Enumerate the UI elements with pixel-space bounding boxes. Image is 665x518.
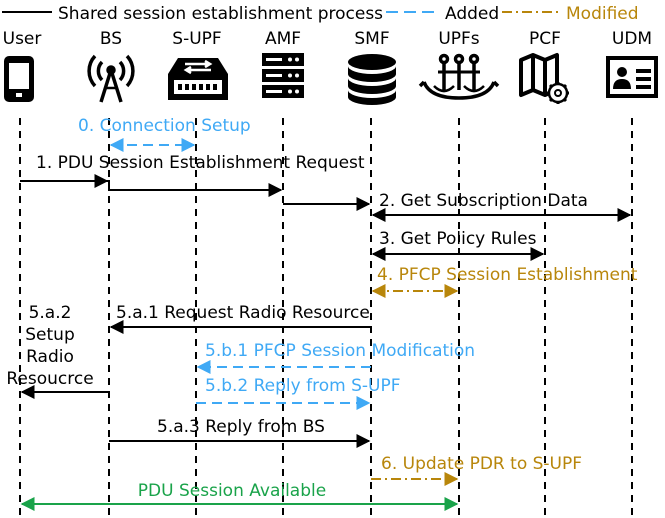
lifelines bbox=[19, 118, 633, 518]
message-0-connection-setup: 0. Connection Setup bbox=[78, 116, 251, 152]
antenna-tower-icon bbox=[87, 54, 135, 103]
note-line: Setup bbox=[25, 325, 74, 345]
switch-icon bbox=[168, 58, 228, 100]
database-icon bbox=[348, 54, 396, 105]
legend-added-label: Added bbox=[445, 4, 499, 24]
message-label: 1. PDU Session Establishment Request bbox=[36, 153, 365, 173]
phone-icon bbox=[4, 56, 34, 102]
entity-label-amf: AMF bbox=[265, 29, 301, 49]
entity-label-udm: UDM bbox=[612, 29, 652, 49]
message-label: 0. Connection Setup bbox=[78, 116, 251, 136]
message-1-pdu-session-establishment-request: 1. PDU Session Establishment Request bbox=[20, 153, 371, 211]
id-card-icon bbox=[606, 56, 658, 98]
entity-label-bs: BS bbox=[100, 29, 122, 49]
message-label: 5.b.2 Reply from S-UPF bbox=[205, 376, 400, 396]
legend-modified-label: Modified bbox=[566, 4, 639, 24]
map-gear-icon bbox=[519, 53, 569, 104]
entity-labels: User BS S-UPF AMF SMF UPFs PCF UDM bbox=[3, 29, 652, 49]
message-label: 5.b.1 PFCP Session Modification bbox=[205, 341, 475, 361]
message-label: 5.a.3 Reply from BS bbox=[157, 417, 325, 437]
message-pdu-session-available: PDU Session Available bbox=[20, 481, 459, 511]
message-label: 3. Get Policy Rules bbox=[379, 229, 537, 249]
note-line: Radio bbox=[26, 347, 74, 367]
entity-label-pcf: PCF bbox=[529, 29, 561, 49]
entity-label-s-upf: S-UPF bbox=[172, 29, 221, 49]
note-5a2-setup-radio-resource: 5.a.2 Setup Radio Resoucrce bbox=[6, 303, 93, 389]
message-2-get-subscription-data: 2. Get Subscription Data bbox=[371, 191, 632, 222]
server-icon bbox=[262, 53, 304, 98]
message-label: 2. Get Subscription Data bbox=[379, 191, 588, 211]
entity-label-smf: SMF bbox=[354, 29, 389, 49]
message-5a1-request-radio-resource: 5.a.1 Request Radio Resource bbox=[109, 303, 371, 334]
entity-label-upfs: UPFs bbox=[438, 29, 479, 49]
message-label: 6. Update PDR to S-UPF bbox=[381, 454, 582, 474]
message-6-update-pdr-to-s-upf: 6. Update PDR to S-UPF bbox=[371, 454, 582, 486]
legend: Shared session establishment process Add… bbox=[2, 4, 639, 24]
note-line: 5.a.2 bbox=[29, 303, 72, 323]
message-4-pfcp-session-establishment: 4. PFCP Session Establishment bbox=[371, 265, 638, 298]
message-label: 5.a.1 Request Radio Resource bbox=[116, 303, 370, 323]
message-3-get-policy-rules: 3. Get Policy Rules bbox=[371, 229, 545, 261]
message-5b1-pfcp-session-modification: 5.b.1 PFCP Session Modification bbox=[196, 341, 475, 374]
entity-label-user: User bbox=[3, 29, 42, 49]
multi-anchor-icon bbox=[418, 53, 500, 100]
message-5a3-reply-from-bs: 5.a.3 Reply from BS bbox=[109, 417, 371, 448]
message-5b2-reply-from-s-upf: 5.b.2 Reply from S-UPF bbox=[196, 376, 400, 410]
note-line: Resoucrce bbox=[6, 369, 93, 389]
message-label: PDU Session Available bbox=[138, 481, 326, 501]
message-label: 4. PFCP Session Establishment bbox=[377, 265, 638, 285]
legend-shared-label: Shared session establishment process bbox=[58, 4, 383, 24]
